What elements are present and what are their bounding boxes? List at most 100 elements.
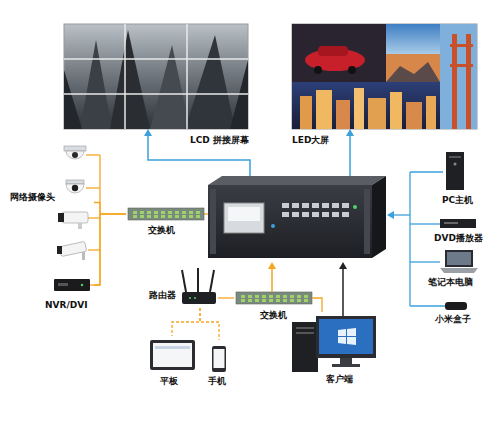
led-screen [348,66,356,74]
source-wire [392,214,410,215]
arrow-head [387,211,394,219]
led-screen [390,92,402,129]
dome-camera [64,146,86,151]
arrow-head [144,129,152,136]
led-screen [336,100,350,129]
network-switch [147,211,151,214]
laptop [440,250,478,273]
network-switch [248,299,252,302]
bullet-camera [62,212,88,223]
network-switch [168,211,172,214]
network-switch [290,295,294,298]
network-switch [189,215,193,218]
device-label: 网络摄像头 [10,192,55,203]
phone [212,346,226,372]
pc-tower [446,152,464,190]
matrix-device [208,176,386,258]
dome-camera [64,146,86,159]
network-switch [161,215,165,218]
network-switch [140,211,144,214]
device-label: 平板 [160,376,178,387]
dome-camera [66,184,84,193]
led-screen [354,88,364,129]
dome-camera [66,151,84,159]
network-switch [269,295,273,298]
dvd-player [440,219,476,228]
tablet [150,340,195,370]
lcd-wall [64,58,248,60]
led-screen [386,24,440,54]
nvr-box [54,279,90,291]
lcd-wall [185,35,235,129]
router [182,292,216,304]
device-node: 小米盒子 [430,299,488,327]
camera-wire [86,187,100,188]
connector [218,297,234,298]
matrix-device [292,212,299,217]
screen-label: LED大屏 [292,135,329,146]
lcd-wall [124,24,126,129]
camera-wire [86,155,208,285]
network-switch [241,295,308,302]
led-screen [440,24,477,129]
network-switch [255,295,259,298]
network-switch [196,211,200,214]
device-label: 交换机 [260,310,287,321]
matrix-device [353,205,357,209]
matrix-device [332,212,339,217]
network-switch [154,211,158,214]
tablet [150,340,195,370]
network-switch [297,299,301,302]
network-switch [255,299,259,302]
nvr-box [81,284,83,286]
source-wire [410,171,443,172]
matrix-device [282,203,289,208]
led-screen [466,34,471,129]
led-screen [406,102,422,129]
network-switch [128,208,204,220]
network-switch [304,295,308,298]
device-label: 手机 [208,376,226,387]
lcd-wall [64,93,248,95]
device-node: 手机 [206,340,232,388]
router [189,297,191,299]
device-label: 小米盒子 [435,314,471,325]
led-screen [386,54,440,82]
source-wire [409,172,410,306]
network-switch [236,292,312,304]
network-switch [175,215,179,218]
camera-wire [88,217,100,218]
screen-label: LCD 拼接屏幕 [190,135,249,146]
client-pc [332,364,360,367]
network-switch [283,299,287,302]
lcd-wall [64,24,248,129]
matrix-device [302,212,309,217]
led-screen [292,82,440,129]
network-switch [276,295,280,298]
connector [94,214,126,285]
nvr-box [58,283,68,286]
matrix-device [224,203,264,233]
router [182,270,186,292]
arrow-head [346,129,354,136]
matrix-device [208,176,386,185]
bullet-camera [82,252,85,260]
network-switch [128,208,204,220]
network-switch [262,299,266,302]
device-node: 网络摄像头 [8,140,94,265]
network-switch [189,211,193,214]
led-screen [318,46,348,56]
device-node: PC主机 [438,150,490,208]
device-label: DVD播放器 [434,233,483,244]
matrix-device [282,212,289,217]
bullet-camera [78,223,82,229]
network-switch [154,215,158,218]
network-switch [276,299,280,302]
matrix-device [322,203,329,208]
matrix-device [292,203,299,208]
router [194,297,196,299]
network-switch [161,211,165,214]
matrix-device [322,212,329,217]
